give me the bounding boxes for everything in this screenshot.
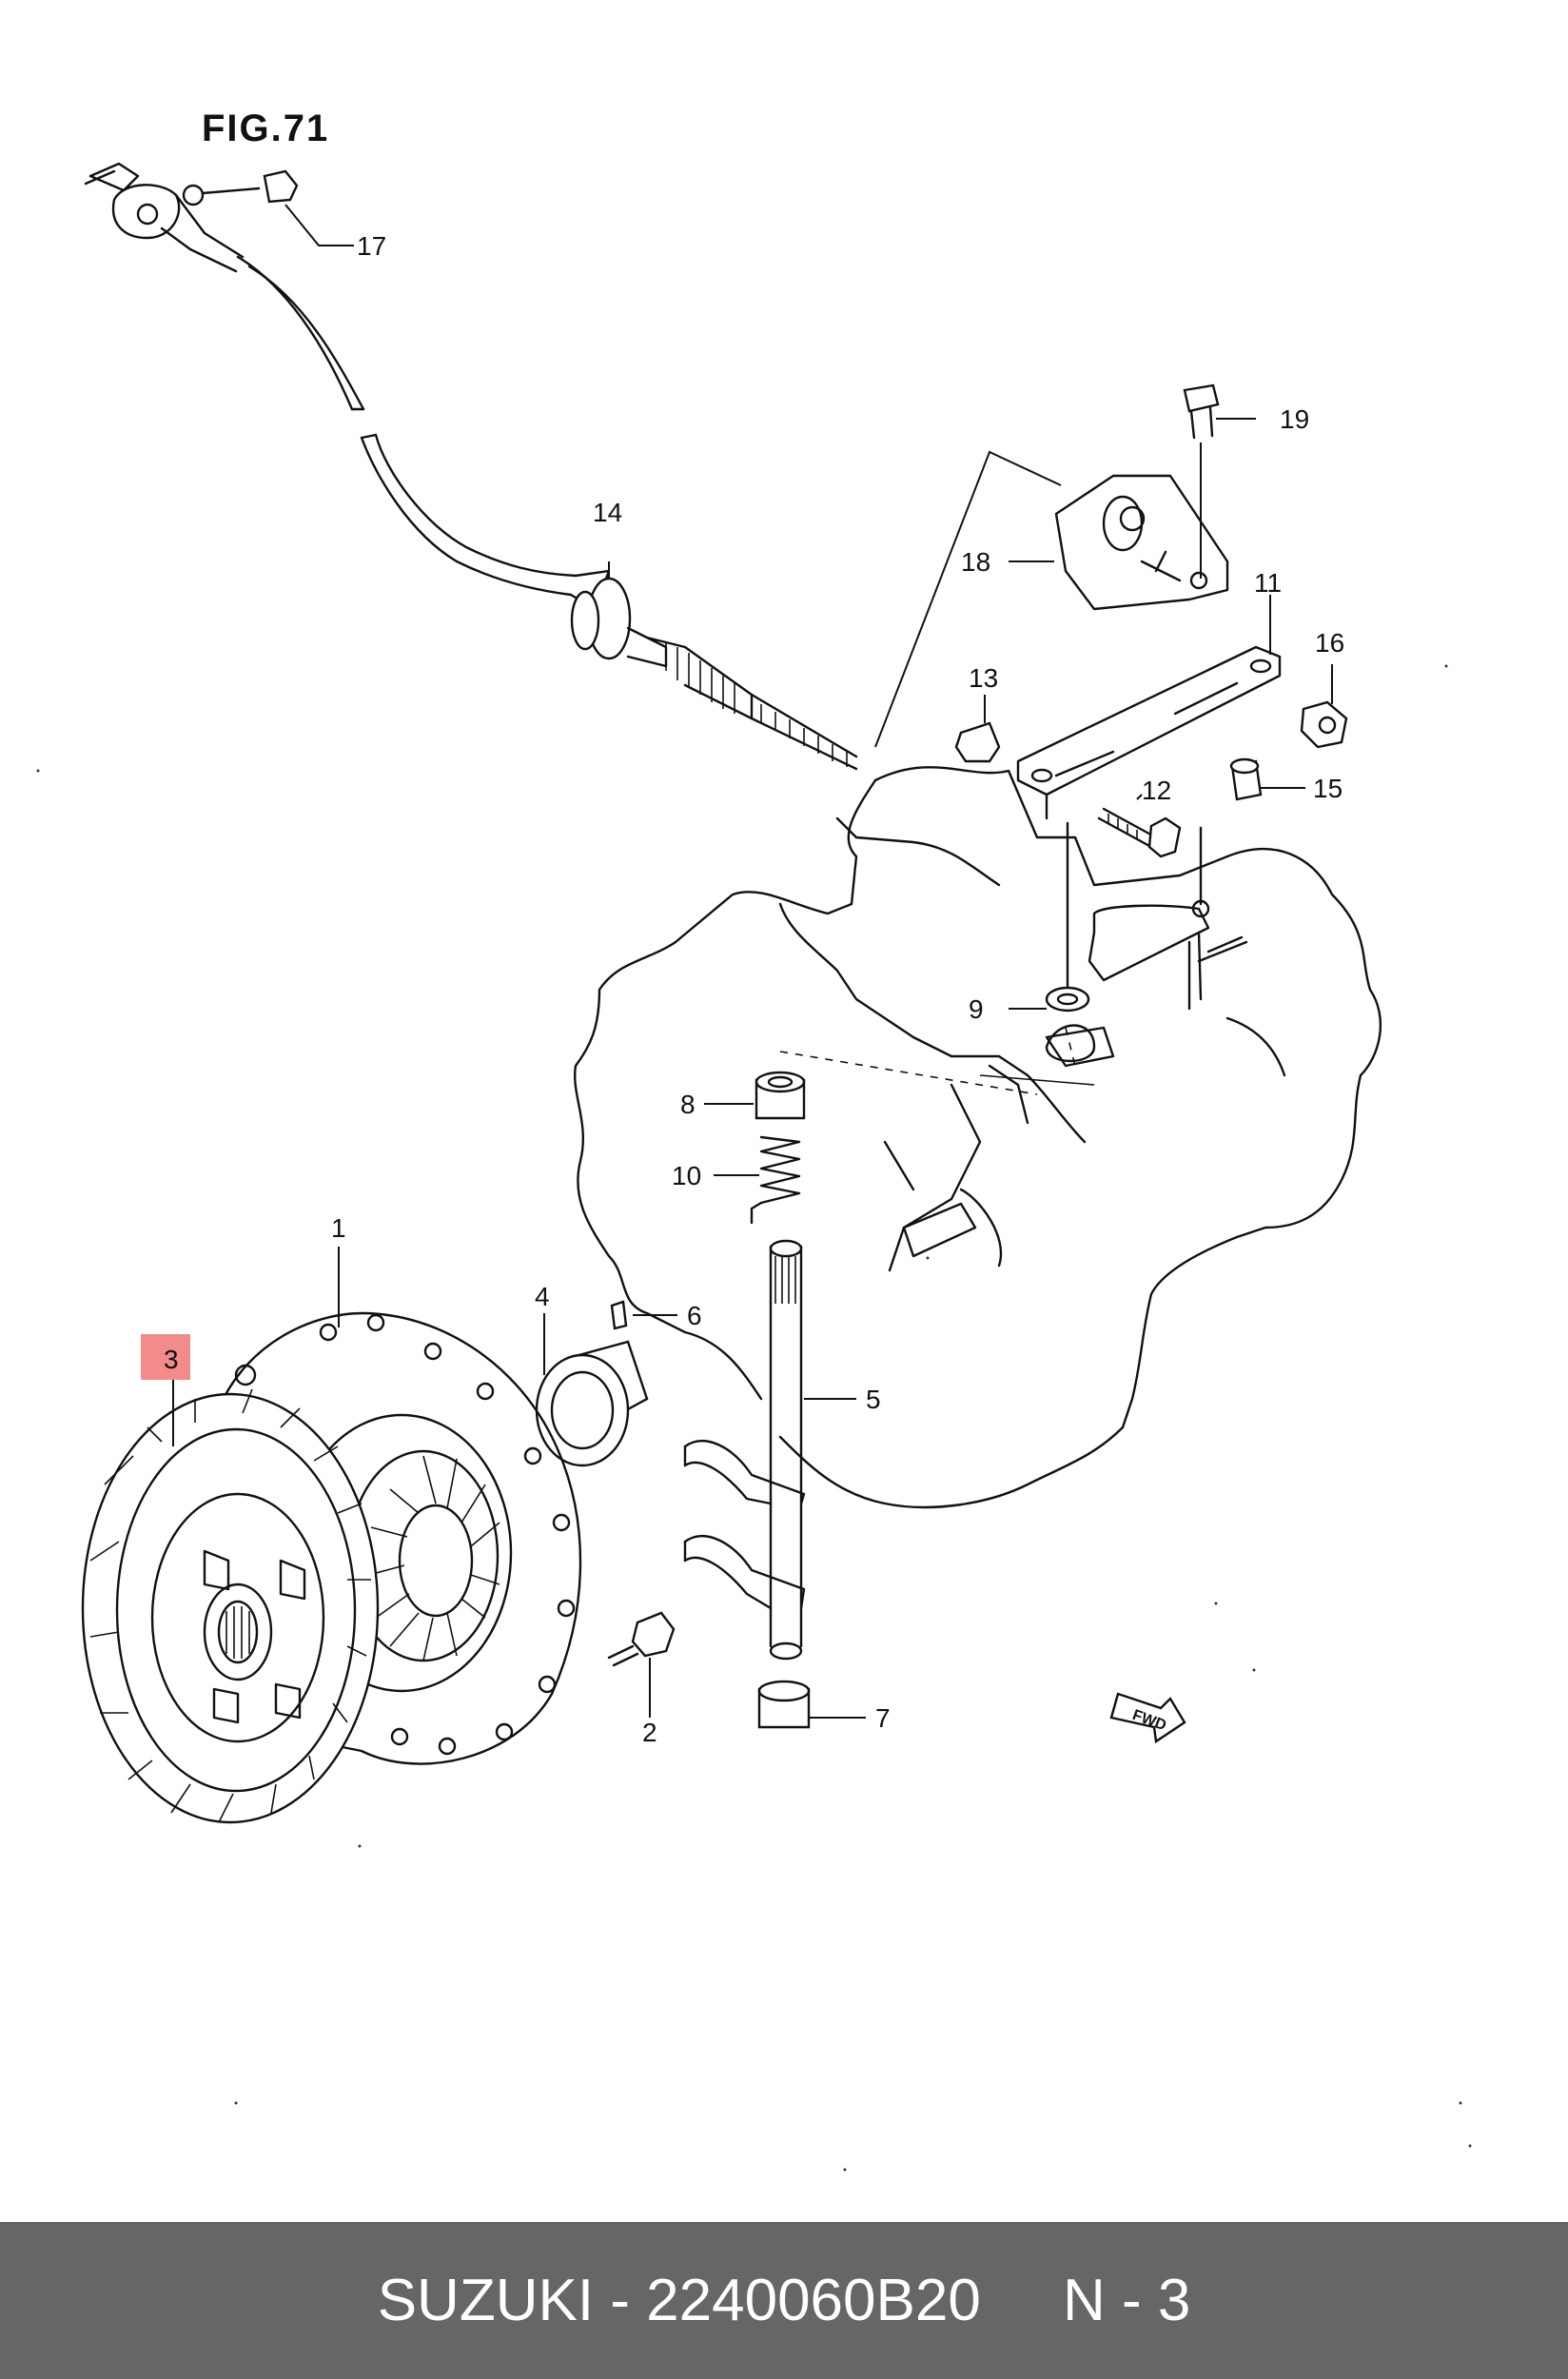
callout-19: 19 <box>1280 404 1309 434</box>
bolt-12 <box>1097 794 1182 858</box>
callout-5: 5 <box>866 1385 881 1414</box>
release-shaft-5 <box>683 1239 856 1661</box>
clutch-parts-diagram: FIG.71 <box>36 108 1472 2172</box>
fwd-arrow: FWD <box>1109 1692 1186 1744</box>
part-number-footer: SUZUKI - 2240060B20 N - 3 <box>0 2222 1568 2379</box>
bracket-18 <box>874 450 1229 748</box>
callout-9: 9 <box>969 994 984 1024</box>
clutch-cable <box>236 255 858 771</box>
bushing-15 <box>1229 757 1305 801</box>
spring-10 <box>714 1135 801 1225</box>
nut-16 <box>1300 664 1348 749</box>
callout-10: 10 <box>672 1161 701 1190</box>
plate-11 <box>1016 442 1282 820</box>
transmission-housing <box>574 766 1382 1509</box>
callout-17: 17 <box>357 231 386 261</box>
nut-13 <box>954 695 1001 763</box>
callout-15: 15 <box>1313 774 1343 803</box>
release-bearing-4 <box>535 1313 649 1467</box>
bolt-19 <box>1183 383 1256 440</box>
callout-2: 2 <box>642 1718 657 1747</box>
bushing-7 <box>757 1680 866 1729</box>
footer-text: SUZUKI - 2240060B20 N - 3 <box>377 2268 1191 2333</box>
callout-7: 7 <box>875 1703 891 1733</box>
callout-6: 6 <box>687 1301 702 1330</box>
callout-1: 1 <box>331 1213 346 1243</box>
callout-8: 8 <box>680 1090 696 1119</box>
pin-6 <box>610 1300 677 1330</box>
scan-specks <box>36 664 1472 2172</box>
callout-18: 18 <box>961 547 990 577</box>
bolt-2 <box>607 1611 676 1718</box>
cable-end-clevis <box>84 162 245 273</box>
figure-title: FIG.71 <box>202 108 329 149</box>
part-3-highlight <box>141 1334 190 1380</box>
callout-4: 4 <box>535 1282 550 1311</box>
callout-13: 13 <box>969 663 998 693</box>
clutch-disc-3 <box>81 1334 380 1824</box>
callout-12: 12 <box>1142 776 1171 805</box>
callout-16: 16 <box>1315 628 1344 658</box>
callout-11: 11 <box>1254 568 1282 598</box>
bushing-8 <box>704 1071 806 1120</box>
callout-3: 3 <box>164 1345 179 1374</box>
callout-14: 14 <box>593 498 622 527</box>
bolt-17 <box>201 169 354 246</box>
